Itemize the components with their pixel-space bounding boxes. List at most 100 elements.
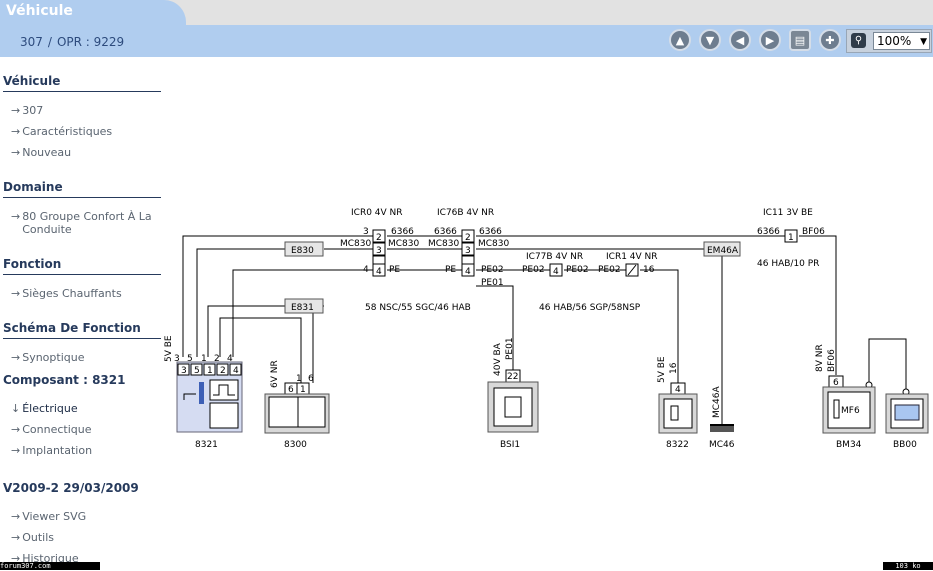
svg-text:58 NSC/55 SGC/46 HAB: 58 NSC/55 SGC/46 HAB <box>365 303 471 313</box>
breadcrumb-model[interactable]: 307 <box>20 35 43 49</box>
svg-text:5V BE: 5V BE <box>164 335 174 362</box>
svg-text:MC830: MC830 <box>388 239 420 249</box>
arrow-right-icon: → <box>11 510 21 523</box>
svg-text:EM46A: EM46A <box>707 246 739 256</box>
sidebar-section-schema: Schéma De Fonction <box>3 321 161 339</box>
svg-text:6366: 6366 <box>479 227 502 237</box>
sidebar-item-groupe-confort[interactable]: →80 Groupe Confort À La Conduite <box>11 210 152 236</box>
svg-text:16: 16 <box>643 265 655 275</box>
sidebar-item-connectique[interactable]: →Connectique <box>11 423 92 436</box>
plus-icon[interactable]: ✚ <box>819 29 841 51</box>
svg-text:3: 3 <box>363 227 369 237</box>
svg-text:6366: 6366 <box>757 227 780 237</box>
svg-text:6: 6 <box>288 385 294 395</box>
sidebar-section-vehicule: Véhicule <box>3 74 161 92</box>
svg-text:46 HAB/10 PR: 46 HAB/10 PR <box>757 259 819 269</box>
breadcrumb-opr[interactable]: OPR : 9229 <box>56 35 125 49</box>
sidebar-item-historique[interactable]: →Historique <box>11 552 79 565</box>
zoom-control: ⚲ 100% ▼ <box>846 29 932 53</box>
arrow-right-icon: → <box>11 531 21 544</box>
svg-text:PE: PE <box>389 265 400 275</box>
svg-text:6V NR: 6V NR <box>270 360 280 388</box>
arrow-right-icon: → <box>11 351 21 364</box>
svg-text:5V BE: 5V BE <box>657 356 667 383</box>
up-arrow-icon[interactable]: ▲ <box>669 29 691 51</box>
svg-text:3: 3 <box>174 354 180 364</box>
footer-left: forum307.com <box>0 562 100 570</box>
svg-text:4: 4 <box>233 366 239 376</box>
zoom-select[interactable]: 100% ▼ <box>873 32 930 50</box>
svg-text:4: 4 <box>363 265 369 275</box>
right-arrow-icon[interactable]: ▶ <box>759 29 781 51</box>
svg-text:IC11 3V BE: IC11 3V BE <box>763 208 813 218</box>
left-arrow-icon[interactable]: ◀ <box>729 29 751 51</box>
arrow-right-icon: → <box>11 287 21 300</box>
sidebar-item-viewer-svg[interactable]: →Viewer SVG <box>11 510 87 523</box>
svg-text:IC76B 4V NR: IC76B 4V NR <box>437 208 494 218</box>
zoom-value: 100% <box>877 34 912 48</box>
component-8322-label: 8322 <box>666 440 689 450</box>
arrow-right-icon: → <box>11 104 21 117</box>
footer-right: 103 ko <box>883 562 933 570</box>
svg-text:3: 3 <box>376 246 382 256</box>
svg-text:16: 16 <box>669 362 679 374</box>
svg-text:6: 6 <box>833 378 839 388</box>
svg-text:E830: E830 <box>291 246 314 256</box>
svg-text:4: 4 <box>465 267 471 277</box>
svg-text:3: 3 <box>181 366 187 376</box>
sidebar-item-307[interactable]: →307 <box>11 104 44 117</box>
svg-text:ICR1 4V NR: ICR1 4V NR <box>606 252 658 262</box>
svg-text:BF06: BF06 <box>802 227 825 237</box>
sidebar-section-fonction: Fonction <box>3 257 161 275</box>
arrow-right-icon: → <box>11 146 21 159</box>
svg-text:8V NR: 8V NR <box>815 344 825 372</box>
sidebar-section-domaine: Domaine <box>3 180 161 198</box>
svg-text:4: 4 <box>675 385 681 395</box>
header: Véhicule 307 / OPR : 9229 ▲ ▼ ◀ ▶ ▤ ✚ ⚲ 10… <box>0 0 933 57</box>
svg-text:22: 22 <box>507 372 518 382</box>
svg-text:BF06: BF06 <box>827 349 837 372</box>
svg-text:PE01: PE01 <box>505 337 515 360</box>
svg-text:PE02: PE02 <box>481 265 504 275</box>
sidebar: Véhicule →307 →Caractéristiques →Nouveau… <box>0 57 175 571</box>
svg-text:PE02: PE02 <box>522 265 545 275</box>
svg-text:1: 1 <box>296 374 302 384</box>
sidebar-item-sieges-chauffants[interactable]: →Sièges Chauffants <box>11 287 122 300</box>
sidebar-item-electrique[interactable]: ↓Électrique <box>11 402 78 415</box>
component-bsi1-label: BSI1 <box>500 440 520 450</box>
breadcrumb-separator: / <box>47 35 52 49</box>
component-mc46-label: MC46 <box>709 440 735 450</box>
print-icon[interactable]: ▤ <box>789 29 811 51</box>
svg-text:4: 4 <box>227 354 233 364</box>
arrow-right-icon: → <box>11 444 21 457</box>
arrow-down-icon: ↓ <box>11 402 21 415</box>
svg-text:1: 1 <box>207 366 213 376</box>
arrow-right-icon: → <box>11 210 21 223</box>
svg-text:5: 5 <box>187 354 193 364</box>
svg-text:2: 2 <box>214 354 220 364</box>
svg-text:PE02: PE02 <box>598 265 621 275</box>
svg-text:PE: PE <box>445 265 456 275</box>
sidebar-item-implantation[interactable]: →Implantation <box>11 444 93 457</box>
chevron-down-icon: ▼ <box>920 37 927 47</box>
magnifier-icon[interactable]: ⚲ <box>851 33 866 48</box>
svg-text:MC830: MC830 <box>340 239 372 249</box>
sidebar-item-caracteristiques[interactable]: →Caractéristiques <box>11 125 113 138</box>
down-arrow-icon[interactable]: ▼ <box>699 29 721 51</box>
component-8300-label: 8300 <box>284 440 307 450</box>
svg-text:3: 3 <box>465 246 471 256</box>
svg-text:4: 4 <box>553 267 559 277</box>
svg-text:MC830: MC830 <box>428 239 460 249</box>
svg-text:MC830: MC830 <box>478 239 510 249</box>
svg-text:1: 1 <box>788 233 794 243</box>
sidebar-item-nouveau[interactable]: →Nouveau <box>11 146 72 159</box>
sidebar-item-synoptique[interactable]: →Synoptique <box>11 351 85 364</box>
svg-text:E831: E831 <box>291 303 314 313</box>
svg-text:PE01: PE01 <box>481 278 504 288</box>
svg-text:MC46A: MC46A <box>712 385 722 418</box>
app-title: Véhicule <box>6 3 73 19</box>
svg-text:2: 2 <box>220 366 226 376</box>
component-8321-label: 8321 <box>195 440 218 450</box>
sidebar-item-outils[interactable]: →Outils <box>11 531 55 544</box>
title-tab <box>0 0 186 26</box>
